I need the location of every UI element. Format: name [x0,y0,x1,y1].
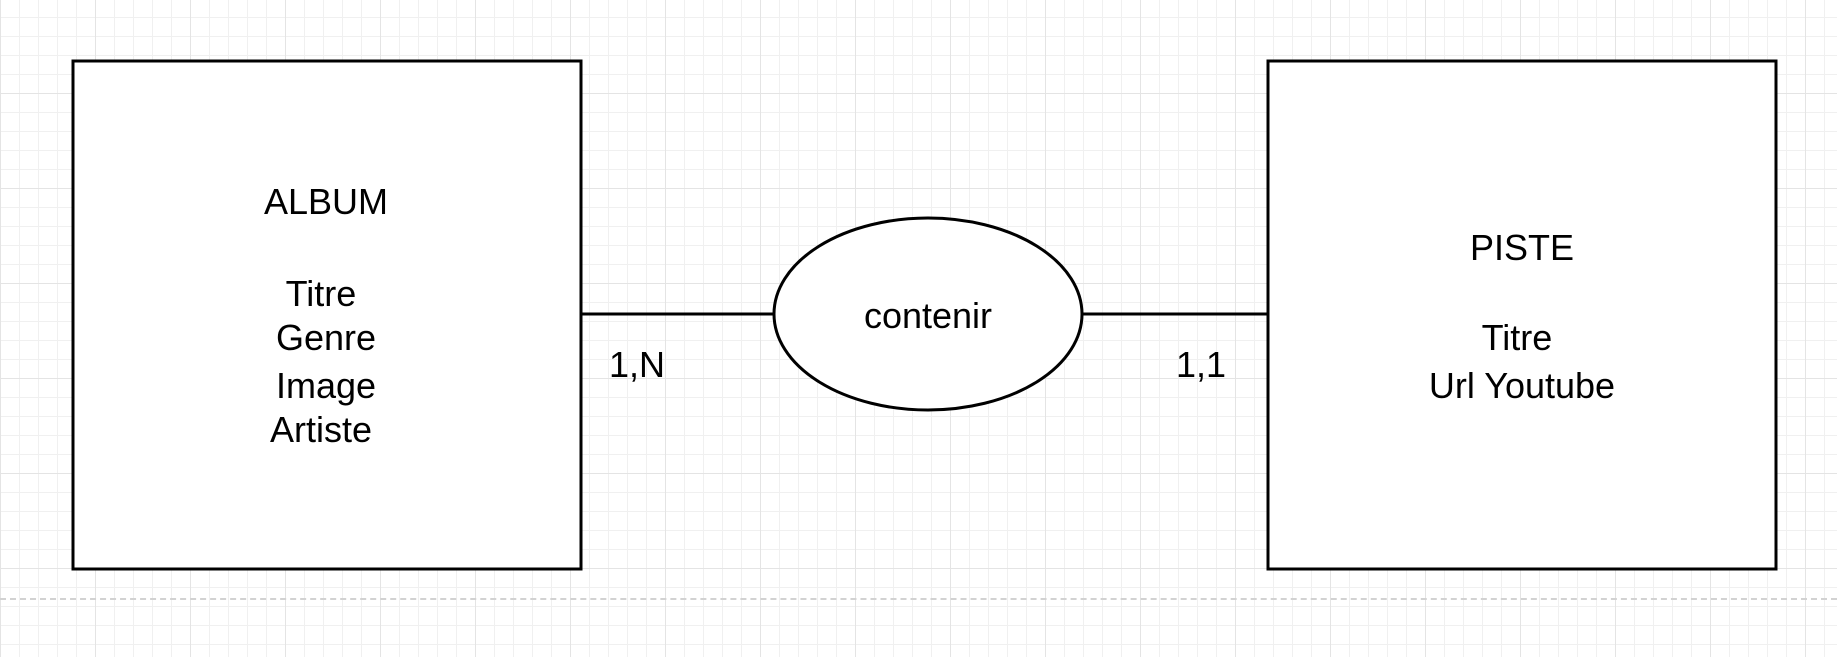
relationship-label: contenir [864,295,992,336]
cardinality-piste: 1,1 [1176,344,1226,385]
entity-piste[interactable]: PISTE Titre Url Youtube [1266,59,1778,571]
entity-piste-box [1266,59,1778,571]
entity-album-attribute: Genre [276,317,376,358]
entity-album-attribute: Artiste [270,409,372,450]
entity-piste-attribute: Url Youtube [1429,365,1615,406]
entity-album[interactable]: ALBUM Titre Genre Image Artiste [71,59,583,571]
entity-album-box [71,59,583,571]
cardinality-album: 1,N [609,344,665,385]
entity-piste-attribute: Titre [1482,317,1553,358]
entity-album-attribute: Titre [286,273,357,314]
entity-album-title: ALBUM [264,181,388,222]
relationship-ellipse [772,216,1084,412]
relationship-contenir[interactable]: contenir [772,216,1084,412]
page-break-line [0,598,1837,600]
entity-album-attribute: Image [276,365,376,406]
entity-piste-title: PISTE [1470,227,1574,268]
